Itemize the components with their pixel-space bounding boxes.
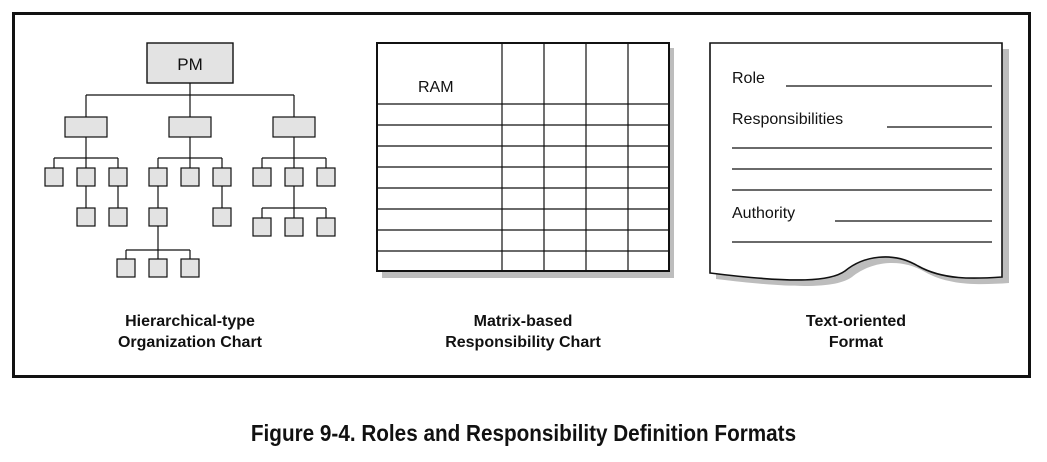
org-chart-caption-line1: Hierarchical-type	[125, 313, 255, 330]
text-format-caption-line1: Text-oriented	[805, 313, 907, 330]
text-format-document: Role Responsibilities Authority	[709, 42, 1009, 286]
org-box	[284, 217, 304, 237]
org-box	[180, 167, 200, 187]
org-box-pm	[146, 42, 234, 84]
org-leaf-boxes	[44, 167, 336, 278]
org-box	[316, 217, 336, 237]
matrix-grid	[377, 43, 669, 271]
org-box	[108, 207, 128, 227]
document-lines	[732, 85, 992, 243]
matrix-body	[376, 42, 670, 272]
org-box	[252, 167, 272, 187]
matrix-caption-line1: Matrix-based	[473, 313, 573, 330]
org-chart-caption-line2: Organization Chart	[117, 334, 262, 351]
org-chart: PM	[44, 42, 336, 278]
org-box	[272, 116, 316, 138]
org-box	[212, 167, 232, 187]
org-box	[316, 167, 336, 187]
org-box	[108, 167, 128, 187]
ram-matrix: RAM	[376, 42, 674, 278]
text-format-caption: Text-oriented Format	[736, 311, 976, 353]
org-box	[148, 207, 168, 227]
org-box	[284, 167, 304, 187]
org-connectors	[53, 83, 327, 259]
responsibilities-label: Responsibilities	[732, 111, 843, 128]
org-box	[44, 167, 64, 187]
org-box	[180, 258, 200, 278]
matrix-caption: Matrix-based Responsibility Chart	[403, 311, 643, 353]
org-box	[148, 167, 168, 187]
org-box	[148, 258, 168, 278]
authority-label: Authority	[732, 205, 795, 222]
org-box	[64, 116, 108, 138]
org-box	[252, 217, 272, 237]
org-mid-boxes	[64, 116, 316, 138]
org-box	[76, 207, 96, 227]
matrix-header-label: RAM	[418, 79, 454, 96]
org-chart-caption: Hierarchical-type Organization Chart	[70, 311, 310, 353]
org-box	[76, 167, 96, 187]
org-box	[116, 258, 136, 278]
matrix-caption-line2: Responsibility Chart	[445, 334, 601, 351]
org-box	[168, 116, 212, 138]
figure-caption: Figure 9-4. Roles and Responsibility Def…	[250, 420, 797, 446]
org-box	[212, 207, 232, 227]
role-label: Role	[732, 70, 765, 87]
text-format-caption-line2: Format	[828, 334, 884, 351]
org-root-label: PM	[177, 55, 203, 74]
